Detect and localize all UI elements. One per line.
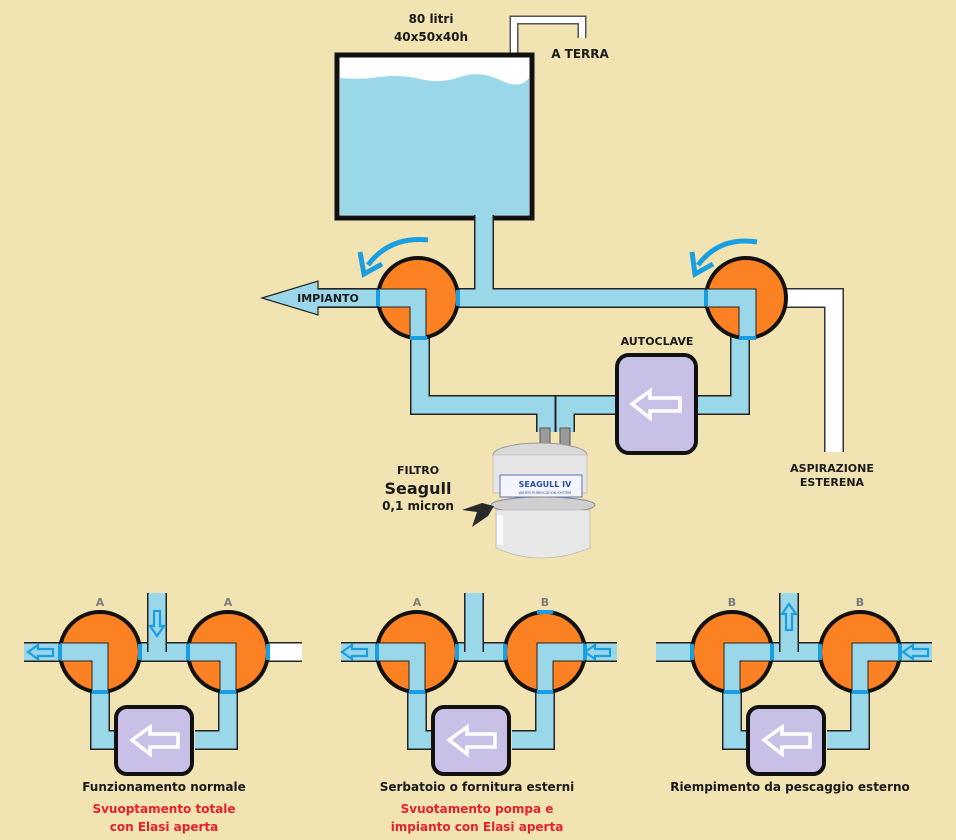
mode-title: Serbatoio o fornitura esterni <box>380 780 575 794</box>
left-arrow-icon <box>761 723 812 758</box>
valve-right-position-label: B <box>541 596 549 609</box>
mode-panel-2: A B Serbatoio o fornitura esterniSvuotamen… <box>340 593 617 834</box>
external-intake-pipe <box>780 288 844 452</box>
valve-left[interactable] <box>376 256 460 340</box>
pump-label: AUTOCLAVE <box>621 335 694 348</box>
intake-label-line1: ASPIRAZIONE <box>790 462 874 475</box>
filter-knob <box>462 503 494 527</box>
intake-label-line2: ESTERENA <box>800 476 865 489</box>
pump[interactable] <box>114 705 194 776</box>
pump-autoclave[interactable] <box>615 353 698 455</box>
rotate-right-valve-arrow-icon <box>689 238 758 278</box>
valve-right-position-label: A <box>224 596 233 609</box>
filter-label-line1: FILTRO <box>397 464 439 477</box>
filter-brand-text: SEAGULL IV <box>519 480 572 489</box>
mode-note-line1: Svuotamento pompa e <box>401 802 554 816</box>
left-arrow-icon <box>129 723 180 758</box>
flow-out-arrow-icon <box>340 642 369 662</box>
flow-in-arrow-icon <box>901 642 930 662</box>
valve-left-position-label: A <box>96 596 105 609</box>
mode-title: Funzionamento normale <box>82 780 246 794</box>
mode-title: Riempimento da pescaggio esterno <box>670 780 910 794</box>
pump[interactable] <box>431 705 511 776</box>
seagull-filter[interactable]: SEAGULL IV WATER PURIFICATION SYSTEM <box>462 427 596 559</box>
water-tank[interactable] <box>334 52 535 221</box>
mode-note-line2: con Elasi aperta <box>110 820 219 834</box>
mode-panel-3: B B Riempimento da pescaggio esterno <box>656 593 932 794</box>
valve-right[interactable] <box>818 610 902 694</box>
rotate-left-arrow-icon <box>357 237 429 278</box>
valve-left-position-label: A <box>413 596 422 609</box>
filter-label-line3: 0,1 micron <box>382 499 454 513</box>
flow-up-arrow-icon <box>779 602 799 632</box>
valve-right-position-label: B <box>856 596 864 609</box>
filter-subtitle-text: WATER PURIFICATION SYSTEM <box>519 491 572 495</box>
valve-left[interactable] <box>58 610 142 694</box>
tank-capacity-label: 80 litri <box>409 12 454 26</box>
vent-label: A TERRA <box>551 47 609 61</box>
valve-left[interactable] <box>375 610 459 694</box>
left-arrow-icon <box>629 387 682 422</box>
valve-right[interactable] <box>186 610 270 694</box>
valve-left-position-label: B <box>728 596 736 609</box>
mode-note-line2: impianto con Elasi aperta <box>391 820 564 834</box>
pump[interactable] <box>746 705 826 776</box>
filter-label-line2: Seagull <box>385 479 452 498</box>
flow-out-arrow-icon <box>26 642 55 662</box>
flow-in-arrow-icon <box>583 642 612 662</box>
vent-pipe <box>509 15 587 62</box>
tank-dimensions-label: 40x50x40h <box>394 30 468 44</box>
flow-down-arrow-icon <box>147 609 167 638</box>
left-arrow-icon <box>446 723 497 758</box>
valve-right[interactable] <box>704 256 788 340</box>
valve-right[interactable] <box>503 610 587 694</box>
mode-note-line1: Svuoptamento totale <box>92 802 235 816</box>
outlet-label: IMPIANTO <box>297 292 359 305</box>
valve-left[interactable] <box>690 610 774 694</box>
